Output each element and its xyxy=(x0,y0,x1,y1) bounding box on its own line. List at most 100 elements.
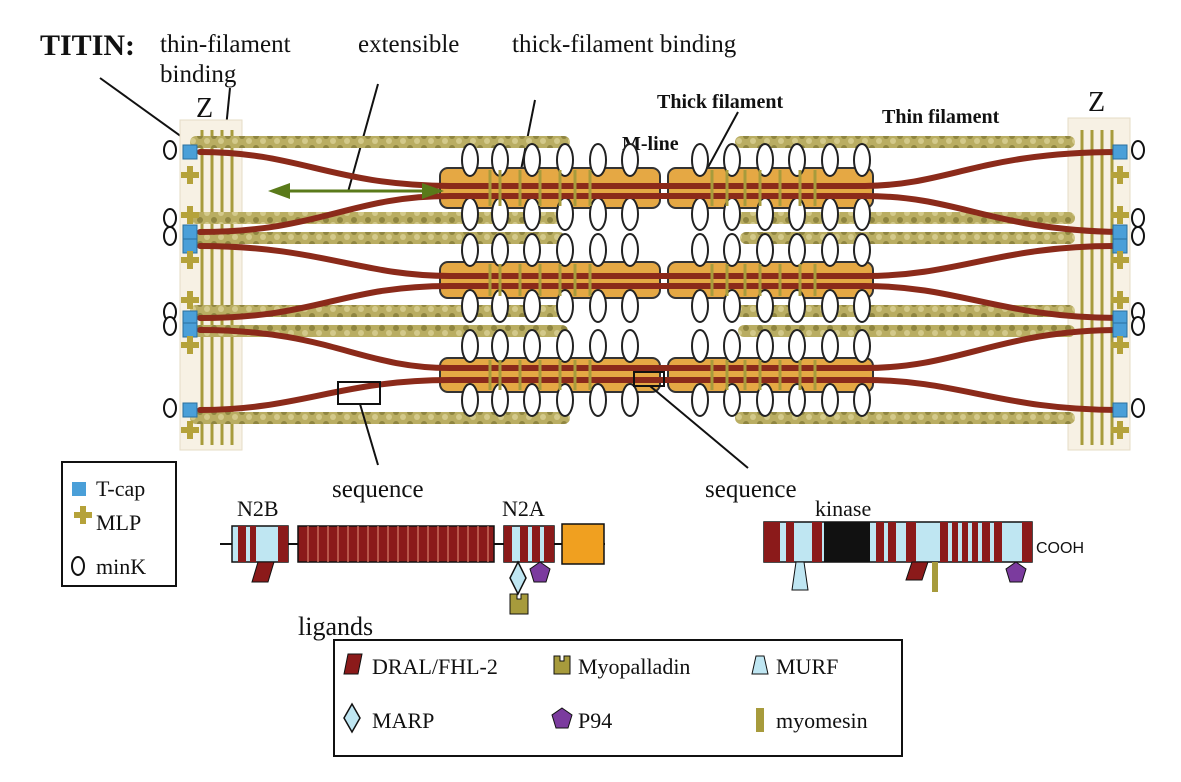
extensible-label: extensible xyxy=(358,31,459,58)
key-label-mink: minK xyxy=(96,554,146,579)
legend-marp-icon xyxy=(343,702,361,734)
key-label-mlp: MLP xyxy=(96,510,141,535)
myosin-head xyxy=(589,383,607,417)
tcap-marker xyxy=(1112,144,1128,160)
legend-label-murf: MURF xyxy=(776,654,838,679)
key-label-tcap: T-cap xyxy=(96,476,145,501)
myosin-head xyxy=(723,383,741,417)
mink-marker xyxy=(1131,226,1145,246)
myosin-head xyxy=(491,233,509,267)
legend-myopalladin-icon xyxy=(553,655,571,675)
tcap-marker xyxy=(1112,322,1128,338)
myosin-head xyxy=(589,197,607,231)
myosin-head xyxy=(853,197,871,231)
mlp-marker xyxy=(181,206,199,224)
mlp-marker xyxy=(181,251,199,269)
tcap-marker xyxy=(182,402,198,418)
myosin-head xyxy=(691,233,709,267)
myosin-head xyxy=(853,233,871,267)
thin-binding-label: thin-filament xyxy=(160,31,291,58)
legend-p94-icon xyxy=(551,707,573,729)
mlp-marker xyxy=(1111,166,1129,184)
thick-filament-label: Thick filament xyxy=(657,91,783,113)
legend-myomesin-icon xyxy=(756,708,764,732)
diagram-title: TITIN: xyxy=(40,29,135,62)
myosin-head xyxy=(691,329,709,363)
ligands-legend: DRAL/FHL-2 Myopalladin MURF MARP P94 myo… xyxy=(333,639,903,757)
mlp-marker xyxy=(181,291,199,309)
myosin-head xyxy=(756,233,774,267)
tcap-marker xyxy=(182,322,198,338)
myosin-head xyxy=(821,329,839,363)
mink-marker xyxy=(1131,140,1145,160)
c-terminal-domain-bar xyxy=(763,521,1033,563)
tcap-marker xyxy=(1112,224,1128,240)
murf-ligand-icon xyxy=(791,561,809,591)
z-disc-right-lines xyxy=(1080,130,1114,445)
n2a-label: N2A xyxy=(502,496,545,521)
titin-strands xyxy=(197,149,1123,413)
myosin-head xyxy=(788,197,806,231)
myosin-head xyxy=(621,197,639,231)
mlp-marker xyxy=(1111,291,1129,309)
sequence-box-right xyxy=(633,371,665,387)
myosin-head xyxy=(691,383,709,417)
ligands-title: ligands xyxy=(298,612,373,641)
myosin-head xyxy=(821,383,839,417)
mink-marker xyxy=(1131,316,1145,336)
myosin-head xyxy=(523,289,541,323)
myosin-head xyxy=(589,289,607,323)
n-terminal-domain-bar xyxy=(220,523,605,565)
thick-binding-label: thick-filament binding xyxy=(512,31,737,58)
legend-dral-icon xyxy=(343,653,363,675)
legend-label-myopalladin: Myopalladin xyxy=(578,654,690,679)
myosin-head xyxy=(589,143,607,177)
sequence-label-right: sequence xyxy=(705,476,797,503)
myosin-head xyxy=(621,143,639,177)
thick-filament-striations xyxy=(488,170,817,390)
tcap-key-icon xyxy=(72,482,86,496)
myosin-head xyxy=(853,383,871,417)
thin-binding-label-2: binding xyxy=(160,61,237,88)
myosin-head xyxy=(589,329,607,363)
myosin-head xyxy=(556,143,574,177)
myosin-head xyxy=(523,383,541,417)
myosin-head xyxy=(853,143,871,177)
myosin-head xyxy=(461,233,479,267)
myosin-head xyxy=(461,143,479,177)
myosin-head xyxy=(523,197,541,231)
mlp-marker xyxy=(181,421,199,439)
mink-marker xyxy=(163,226,177,246)
myosin-head xyxy=(461,289,479,323)
mlp-key-icon xyxy=(74,506,92,524)
mlp-marker xyxy=(181,166,199,184)
marp-ligand-icon xyxy=(509,560,527,596)
myosin-head xyxy=(853,289,871,323)
myosin-head xyxy=(621,329,639,363)
myomesin-ligand-icon xyxy=(932,562,938,592)
myosin-head xyxy=(821,289,839,323)
myosin-head xyxy=(523,143,541,177)
sequence-pointer-left xyxy=(359,403,379,466)
legend-label-myomesin: myomesin xyxy=(776,708,868,733)
myosin-head xyxy=(853,329,871,363)
myosin-head xyxy=(556,329,574,363)
myosin-head xyxy=(723,289,741,323)
myosin-head xyxy=(556,233,574,267)
mink-marker xyxy=(163,208,177,228)
myosin-head xyxy=(621,383,639,417)
dral-fhl2-ligand-icon-2 xyxy=(905,561,929,581)
myosin-head xyxy=(756,143,774,177)
myosin-head xyxy=(691,289,709,323)
legend-label-dral: DRAL/FHL-2 xyxy=(372,654,498,679)
myosin-head xyxy=(756,329,774,363)
myosin-head xyxy=(691,197,709,231)
z-right-label: Z xyxy=(1088,87,1105,118)
myosin-head xyxy=(523,233,541,267)
myosin-head xyxy=(491,329,509,363)
myosin-head xyxy=(461,329,479,363)
tcap-marker xyxy=(182,224,198,240)
myosin-head xyxy=(788,383,806,417)
myosin-head xyxy=(756,289,774,323)
